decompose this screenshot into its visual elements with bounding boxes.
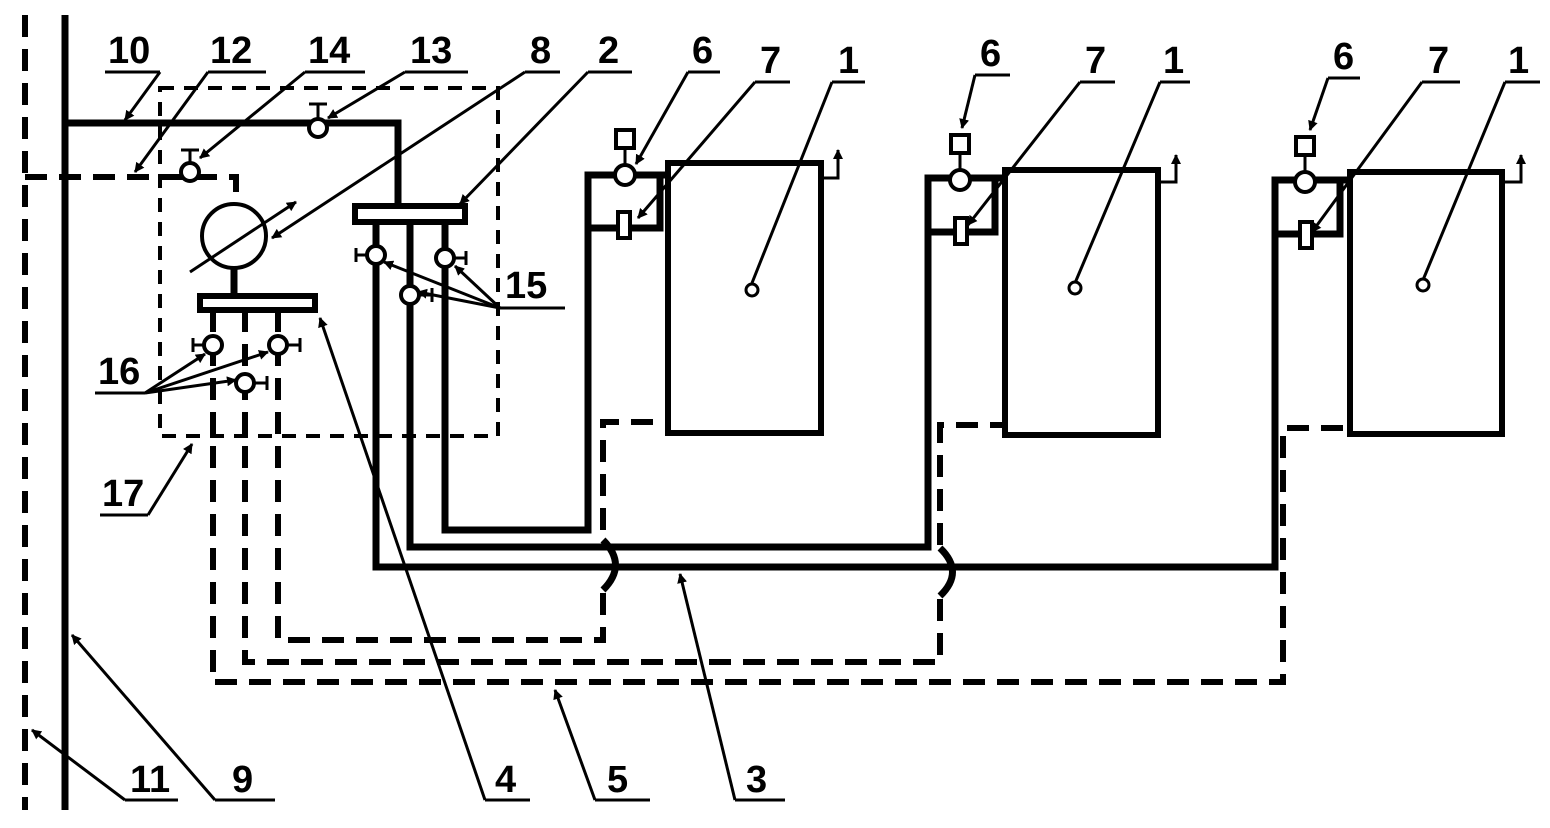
return-riser-heater-2	[937, 422, 1005, 545]
shutoff-valve-14	[179, 148, 201, 183]
label-7-right: 7	[1428, 40, 1449, 82]
valve-16-b	[234, 372, 269, 394]
pipe-crossover-1	[600, 537, 619, 593]
heater-1-middle	[1002, 167, 1161, 438]
label-8: 8	[530, 30, 551, 72]
label-3: 3	[746, 759, 767, 801]
return-pipe-5-heater-2	[242, 310, 943, 665]
air-vent-right	[1502, 154, 1526, 184]
pipe-crossover-2	[937, 545, 956, 599]
heater-point-right	[1415, 277, 1431, 293]
bypass-middle	[930, 178, 999, 236]
supply-pipe-3-heater-2	[406, 174, 960, 551]
valve-15-a	[354, 244, 387, 266]
air-vent-middle	[1158, 154, 1181, 184]
valve-16-a	[191, 334, 224, 356]
return-riser-heater-1	[600, 419, 668, 530]
return-pipe-5-heater-1	[275, 310, 606, 643]
label-5: 5	[607, 759, 628, 801]
label-13: 13	[410, 30, 452, 72]
label-6-middle: 6	[980, 33, 1001, 75]
label-2: 2	[598, 30, 619, 72]
label-12: 12	[210, 30, 252, 72]
label-9: 9	[232, 759, 253, 801]
meter-unit-enclosure-17	[158, 86, 500, 438]
leader-lines	[31, 70, 1540, 802]
label-10: 10	[108, 30, 150, 72]
balancing-valve-7-right	[1298, 220, 1314, 250]
supply-manifold-2	[352, 203, 468, 225]
label-4: 4	[495, 759, 516, 801]
supply-pipe-3-heater-1	[441, 171, 625, 534]
heater-point-middle	[1067, 280, 1083, 296]
valve-15-c	[434, 247, 468, 269]
valve-16-c	[267, 334, 302, 356]
thermostatic-valve-6-left	[613, 128, 637, 187]
return-pipe-5-heater-3	[210, 310, 1350, 685]
heater-1-left	[665, 160, 824, 436]
air-vent-left	[821, 149, 843, 180]
thermostatic-valve-6-middle	[948, 133, 972, 192]
label-14: 14	[308, 30, 350, 72]
label-16: 16	[98, 351, 140, 393]
label-17: 17	[102, 473, 144, 515]
thermostatic-valve-6-right	[1293, 135, 1317, 194]
label-15: 15	[505, 265, 547, 307]
heater-point-left	[744, 282, 760, 298]
supply-pipe-3-heater-3	[372, 176, 1305, 571]
return-manifold-4	[197, 293, 318, 313]
label-1-middle: 1	[1163, 40, 1184, 82]
heater-1-right	[1347, 169, 1505, 437]
label-1-right: 1	[1508, 40, 1529, 82]
supply-branch-10	[65, 119, 402, 210]
label-6-right: 6	[1333, 36, 1354, 78]
label-7-middle: 7	[1085, 40, 1106, 82]
heat-meter-8	[189, 200, 297, 298]
balancing-valve-7-left	[616, 210, 632, 240]
label-11: 11	[130, 759, 170, 801]
shutoff-valve-13	[307, 102, 329, 139]
label-6-left: 6	[692, 30, 713, 72]
label-1-left: 1	[838, 40, 859, 82]
balancing-valve-7-middle	[953, 216, 969, 246]
label-7-left: 7	[760, 40, 781, 82]
